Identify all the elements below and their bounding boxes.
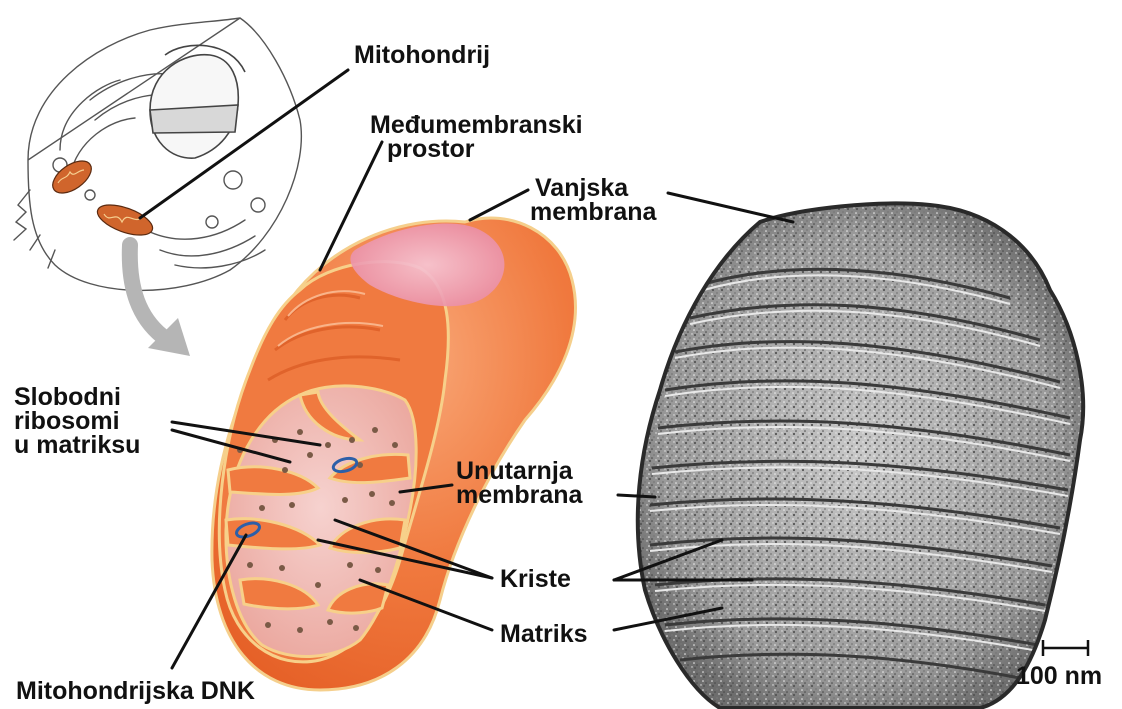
label-vanjska-line1: Vanjska: [535, 176, 628, 200]
label-medumembranski-line2: prostor: [387, 137, 475, 161]
label-matriks: Matriks: [500, 622, 588, 646]
leader-vanjska-em: [668, 193, 793, 222]
label-medumembranski-line1: Međumembranski: [370, 113, 583, 137]
cell-sketch: [14, 18, 301, 290]
scale-bar: [1043, 640, 1088, 656]
nucleus-icon: [150, 45, 245, 158]
label-mitohondrijska-dnk: Mitohondrijska DNK: [16, 679, 255, 703]
leader-vanjska: [470, 190, 528, 220]
label-slobodni-line3: u matriksu: [14, 433, 140, 457]
zoom-arrow-icon: [130, 245, 190, 356]
label-mitohondrij: Mitohondrij: [354, 43, 490, 67]
em-micrograph: [620, 190, 1100, 709]
sketch-mitochondria-icon: [47, 155, 156, 242]
leader-unutarnja-em: [618, 495, 655, 497]
label-kriste: Kriste: [500, 567, 571, 591]
label-slobodni-line2: ribosomi: [14, 409, 120, 433]
label-vanjska-line2: membrana: [530, 200, 656, 224]
label-scale: 100 nm: [1016, 664, 1102, 688]
label-slobodni-line1: Slobodni: [14, 385, 121, 409]
label-unutarnja-line2: membrana: [456, 483, 582, 507]
label-unutarnja-line1: Unutarnja: [456, 459, 573, 483]
